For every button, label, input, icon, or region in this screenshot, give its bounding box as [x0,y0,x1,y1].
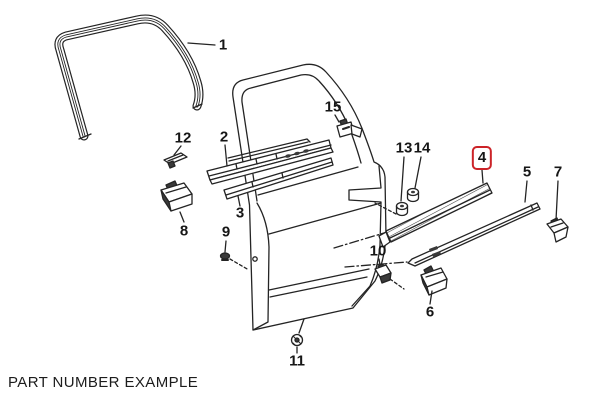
dashed-locator-lines [229,202,405,290]
nut-13-drawing [395,201,409,217]
callout-3: 3 [235,204,245,222]
alignment-lines [333,232,408,268]
callout-1: 1 [218,36,228,54]
clip-12-drawing [163,152,188,169]
moulding-strip-5-drawing [407,202,541,267]
callout-15: 15 [324,98,342,116]
callout-10: 10 [369,242,387,260]
callout-13: 13 [395,139,413,157]
callout-7: 7 [553,163,563,181]
callout-5: 5 [522,163,532,181]
callout-12: 12 [174,129,192,147]
rivet-9-drawing [219,252,231,261]
callout-2: 2 [219,128,229,146]
rear-door-drawing [232,63,387,331]
callout-9: 9 [221,223,231,241]
callout-4-highlighted: 4 [471,146,493,170]
caption-part-number-example: PART NUMBER EXAMPLE [8,374,199,391]
grommet-11-drawing [290,333,304,347]
clip-8-drawing [160,180,193,212]
moulding-strip-4-drawing [378,182,493,248]
nut-14-drawing [406,187,420,203]
window-channel-seal-drawing [54,14,204,141]
callout-11: 11 [289,352,305,370]
callout-14: 14 [413,139,431,157]
clip-6-drawing [420,265,448,296]
callout-8: 8 [179,222,189,240]
moulding-strip-3-drawing [223,157,334,200]
callout-6: 6 [425,303,435,321]
clip-7-drawing [546,217,569,243]
leader-lines [173,42,559,354]
clip-15-drawing [336,118,363,138]
moulding-strip-2-drawing [206,138,334,185]
